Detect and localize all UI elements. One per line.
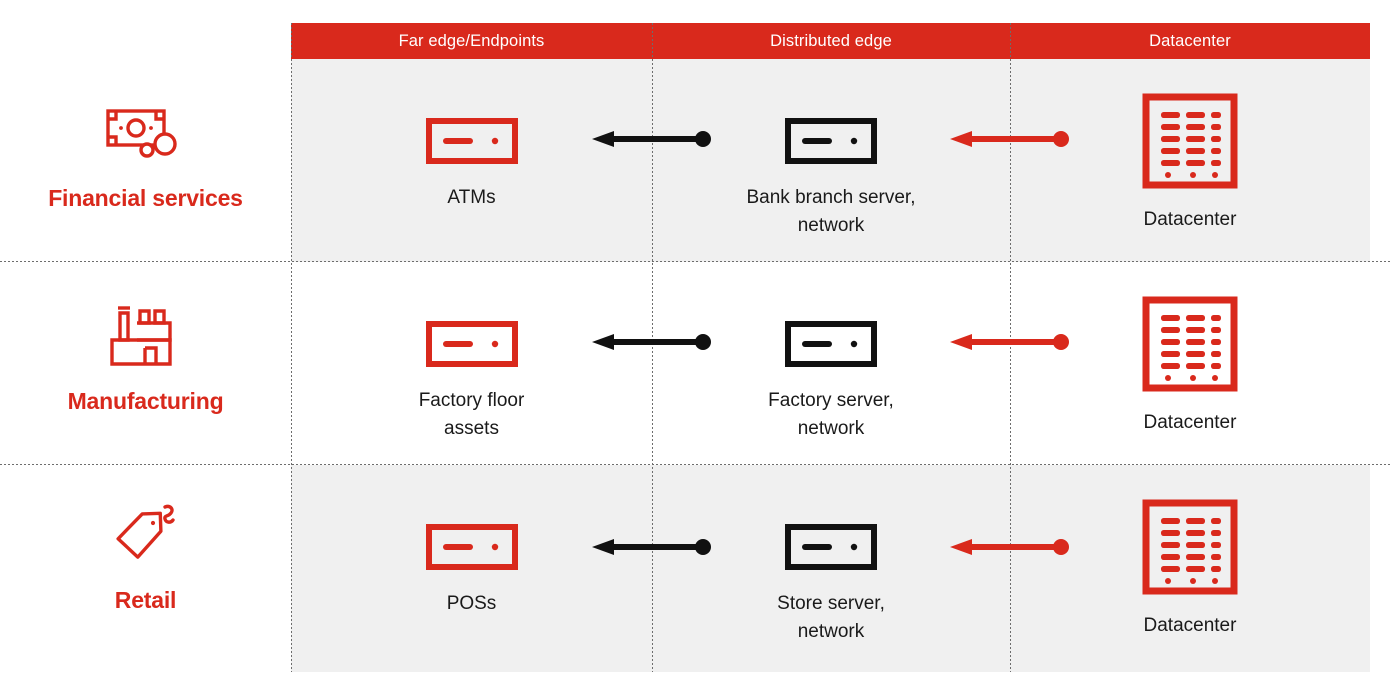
header-label-datacenter: Datacenter xyxy=(1149,31,1231,50)
cell-retail-datacenter: Datacenter xyxy=(1010,465,1370,640)
datacenter-rack-icon xyxy=(1142,498,1238,596)
cell-financial-far-edge: ATMs xyxy=(291,59,652,212)
arrow-left-black-icon xyxy=(592,532,712,562)
row-separator-2 xyxy=(0,464,1390,465)
column-separator-2 xyxy=(1010,23,1011,672)
column-separator-1 xyxy=(652,23,653,672)
server-red-icon xyxy=(425,116,518,166)
server-red-icon xyxy=(425,319,518,369)
column-separator-left xyxy=(291,23,292,672)
header-cell-datacenter: Datacenter xyxy=(1010,23,1370,59)
cell-retail-distributed-edge: Store server, network xyxy=(652,465,1010,645)
arrow-left-black-icon xyxy=(592,327,712,357)
header-cell-far-edge: Far edge/Endpoints xyxy=(291,23,652,59)
factory-icon xyxy=(104,294,188,378)
cell-manufacturing-datacenter: Datacenter xyxy=(1010,262,1370,437)
row-label-text-manufacturing: Manufacturing xyxy=(67,388,224,414)
matrix-header-row: Far edge/Endpoints Distributed edge Data… xyxy=(291,23,1370,59)
row-label-text-retail: Retail xyxy=(114,587,177,613)
header-label-far-edge: Far edge/Endpoints xyxy=(398,31,545,50)
row-label-manufacturing: Manufacturing xyxy=(0,262,291,465)
row-label-retail: Retail xyxy=(0,465,291,672)
banknote-coins-icon xyxy=(104,91,188,175)
cell-retail-far-edge: POSs xyxy=(291,465,652,618)
cell-label-manufacturing-datacenter: Datacenter xyxy=(1143,412,1237,433)
server-black-icon xyxy=(785,319,877,369)
server-black-icon xyxy=(785,522,877,572)
cell-manufacturing-far-edge: Factory floor assets xyxy=(291,262,652,442)
arrow-left-red-icon xyxy=(950,532,1070,562)
cell-label-retail-datacenter: Datacenter xyxy=(1143,615,1237,636)
cell-label-manufacturing-far-edge: Factory floor assets xyxy=(418,390,525,439)
cell-financial-datacenter: Datacenter xyxy=(1010,59,1370,234)
header-label-distributed-edge: Distributed edge xyxy=(770,31,892,50)
cell-label-financial-distributed-edge: Bank branch server, network xyxy=(746,187,916,236)
cell-label-manufacturing-distributed-edge: Factory server, network xyxy=(768,390,894,439)
cell-financial-distributed-edge: Bank branch server, network xyxy=(652,59,1010,239)
row-separator-1 xyxy=(0,261,1390,262)
cell-label-retail-distributed-edge: Store server, network xyxy=(777,593,885,642)
price-tag-icon xyxy=(104,493,188,577)
arrow-left-red-icon xyxy=(950,124,1070,154)
cell-manufacturing-distributed-edge: Factory server, network xyxy=(652,262,1010,442)
arrow-left-black-icon xyxy=(592,124,712,154)
cell-label-financial-far-edge: ATMs xyxy=(447,187,496,208)
datacenter-rack-icon xyxy=(1142,92,1238,190)
server-black-icon xyxy=(785,116,877,166)
cell-label-financial-datacenter: Datacenter xyxy=(1143,209,1237,230)
server-red-icon xyxy=(425,522,518,572)
header-cell-distributed-edge: Distributed edge xyxy=(652,23,1010,59)
cell-label-retail-far-edge: POSs xyxy=(446,593,497,614)
arrow-left-red-icon xyxy=(950,327,1070,357)
row-label-text-financial-services: Financial services xyxy=(48,185,243,211)
datacenter-rack-icon xyxy=(1142,295,1238,393)
row-label-financial-services: Financial services xyxy=(0,59,291,262)
